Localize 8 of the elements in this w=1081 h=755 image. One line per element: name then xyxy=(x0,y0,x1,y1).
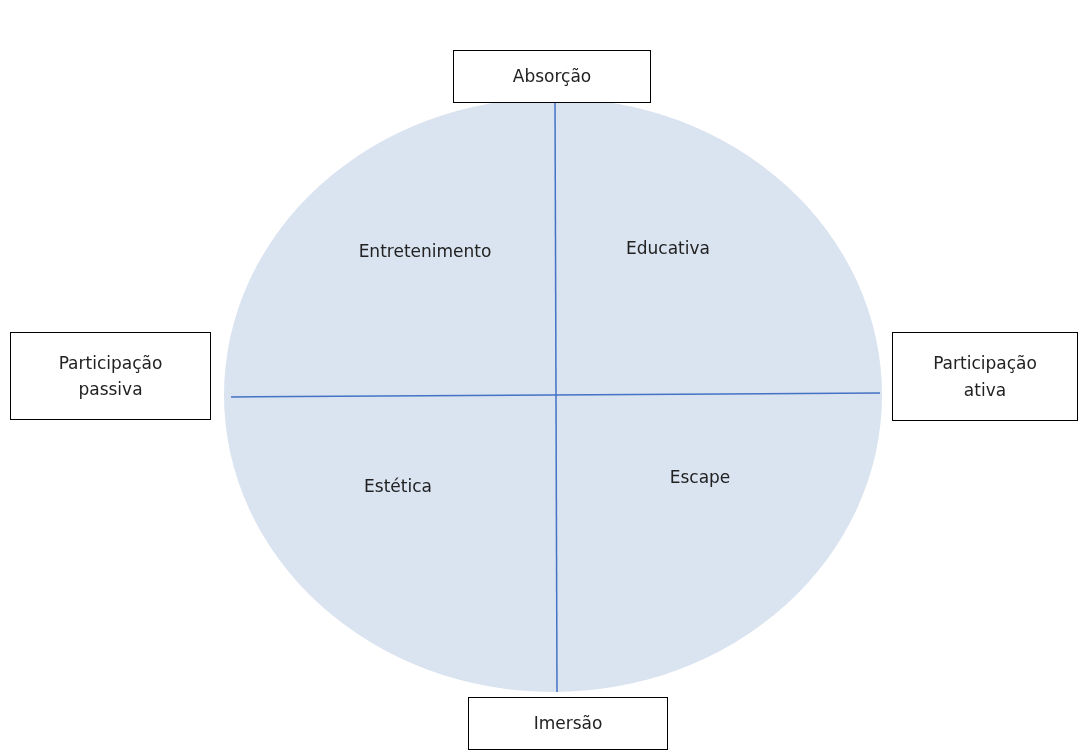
quadrant-label: Educativa xyxy=(626,238,710,258)
quadrant-label: Entretenimento xyxy=(358,241,492,261)
axis-label-box: Imersão xyxy=(468,697,668,750)
axis-label-box: Participação passiva xyxy=(10,332,211,420)
quadrant-label: Estética xyxy=(364,476,432,496)
axis-label-box: Participação ativa xyxy=(892,332,1078,421)
quadrant-label: Escape xyxy=(669,467,731,487)
axis-label-box: Absorção xyxy=(453,50,651,103)
